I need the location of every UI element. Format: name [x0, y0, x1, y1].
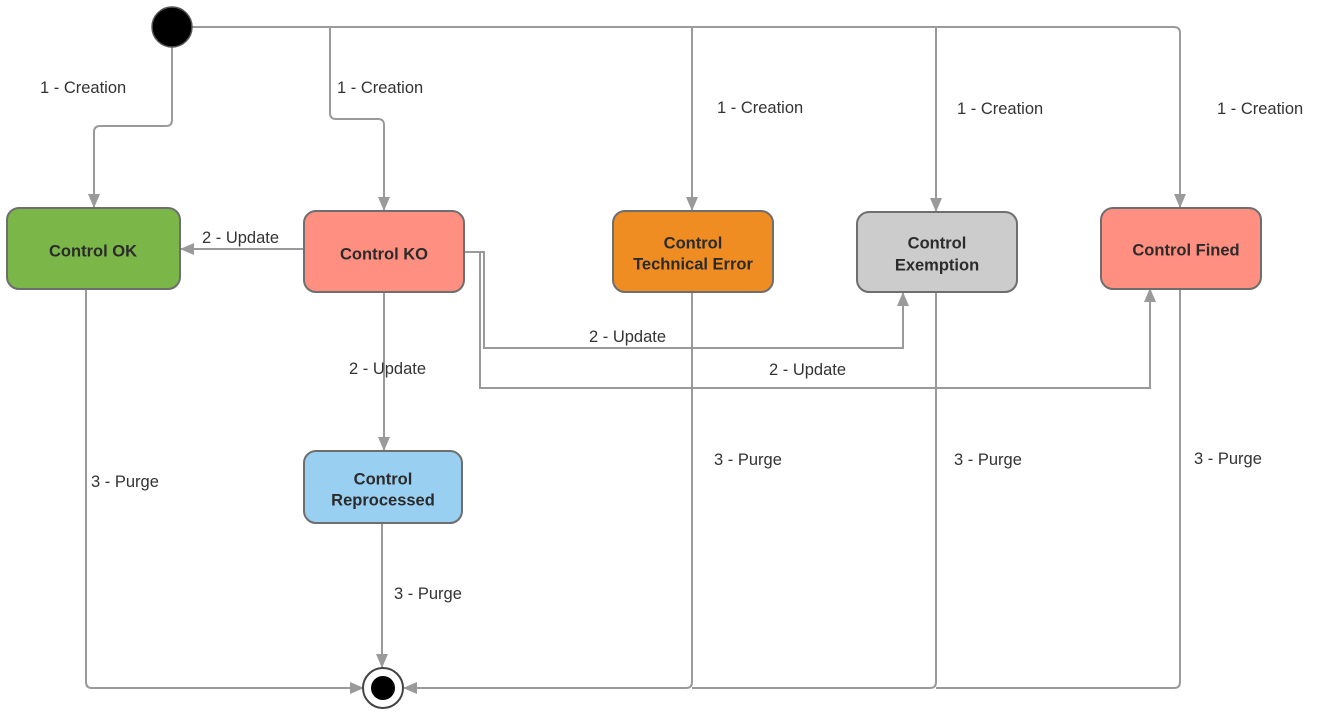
label-purge-ok: 3 - Purge	[91, 473, 159, 491]
state-control-exemption-line2: Exemption	[895, 256, 979, 274]
label-purge-fined: 3 - Purge	[1194, 450, 1262, 468]
label-creation-fined: 1 - Creation	[1217, 100, 1303, 118]
end-node	[362, 667, 404, 709]
edge-creation-ok	[88, 45, 173, 208]
label-creation-tech-error: 1 - Creation	[717, 99, 803, 117]
label-update-reprocessed: 2 - Update	[349, 360, 426, 378]
state-control-reprocessed-line1: Control	[354, 470, 413, 488]
label-creation-ko: 1 - Creation	[337, 79, 423, 97]
state-control-technical-error-line2: Technical Error	[633, 255, 753, 273]
edge-start-trunk	[192, 26, 1186, 208]
label-creation-exemption: 1 - Creation	[957, 100, 1043, 118]
edge-update-ko-fined	[464, 251, 1156, 389]
label-creation-ok: 1 - Creation	[40, 79, 126, 97]
start-node	[151, 6, 193, 48]
label-update-exemption: 2 - Update	[589, 328, 666, 346]
label-purge-tech-error: 3 - Purge	[714, 451, 782, 469]
state-control-technical-error[interactable]: Control Technical Error	[612, 210, 774, 293]
state-control-technical-error-line1: Control	[664, 234, 723, 252]
state-control-exemption[interactable]: Control Exemption	[856, 211, 1018, 293]
label-purge-exemption: 3 - Purge	[954, 451, 1022, 469]
edge-purge-fined	[936, 289, 1181, 689]
state-control-reprocessed[interactable]: Control Reprocessed	[303, 450, 463, 524]
edge-purge-tech-error	[403, 292, 693, 694]
state-control-ko[interactable]: Control KO	[303, 210, 465, 293]
edge-purge-exemption	[692, 293, 937, 689]
state-control-ko-label: Control KO	[340, 245, 428, 263]
state-control-fined[interactable]: Control Fined	[1100, 207, 1262, 290]
state-control-fined-label: Control Fined	[1132, 241, 1239, 259]
label-purge-reprocessed: 3 - Purge	[394, 585, 462, 603]
label-update-fined: 2 - Update	[769, 361, 846, 379]
label-update-ok: 2 - Update	[202, 229, 279, 247]
state-control-exemption-line1: Control	[908, 234, 967, 252]
state-control-ok-label: Control OK	[49, 242, 137, 260]
state-control-reprocessed-line2: Reprocessed	[331, 491, 435, 509]
edge-purge-ok	[85, 289, 364, 694]
edge-creation-ko	[329, 27, 390, 211]
state-control-ok[interactable]: Control OK	[6, 207, 181, 290]
